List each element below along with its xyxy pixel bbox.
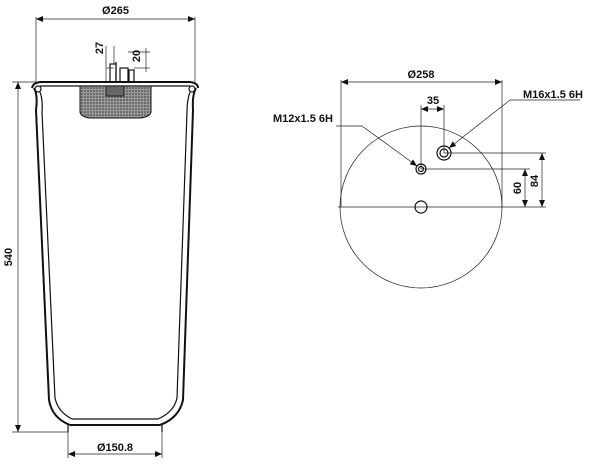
top-insert <box>79 85 152 119</box>
dim-offsets: 60 84 <box>421 152 546 207</box>
stud-length-label: 20 <box>131 50 143 62</box>
dim-plate-diameter: Ø258 <box>340 69 503 207</box>
thread-large-label: M16x1.5 6H <box>523 89 583 101</box>
side-view: Ø265 <box>3 5 199 458</box>
thread-callouts: M12x1.5 6H M16x1.5 6H <box>273 89 583 167</box>
dim-port-spacing: 35 <box>420 95 445 169</box>
bottom-diameter-label: Ø150.8 <box>97 442 133 454</box>
height-label: 540 <box>3 248 15 266</box>
holes <box>414 145 452 214</box>
dim-stud-length: 20 <box>128 48 150 72</box>
top-fittings <box>109 62 135 83</box>
dim-bottom-diameter: Ø150.8 <box>67 432 163 458</box>
port-spacing-label: 35 <box>427 95 439 107</box>
bellows-outline <box>31 81 199 432</box>
offset-60-label: 60 <box>512 182 524 194</box>
dim-stud-offset: 27 <box>94 42 115 82</box>
center-hole <box>414 200 428 214</box>
top-diameter-label: Ø265 <box>102 5 129 17</box>
stud-offset-label: 27 <box>94 42 106 54</box>
top-view: Ø258 35 60 84 <box>273 69 583 289</box>
thread-small-label: M12x1.5 6H <box>273 113 333 125</box>
dim-height: 540 <box>3 81 68 433</box>
dim-top-diameter: Ø265 <box>35 5 196 82</box>
offset-84-label: 84 <box>529 174 541 187</box>
plate-diameter-label: Ø258 <box>408 69 435 81</box>
